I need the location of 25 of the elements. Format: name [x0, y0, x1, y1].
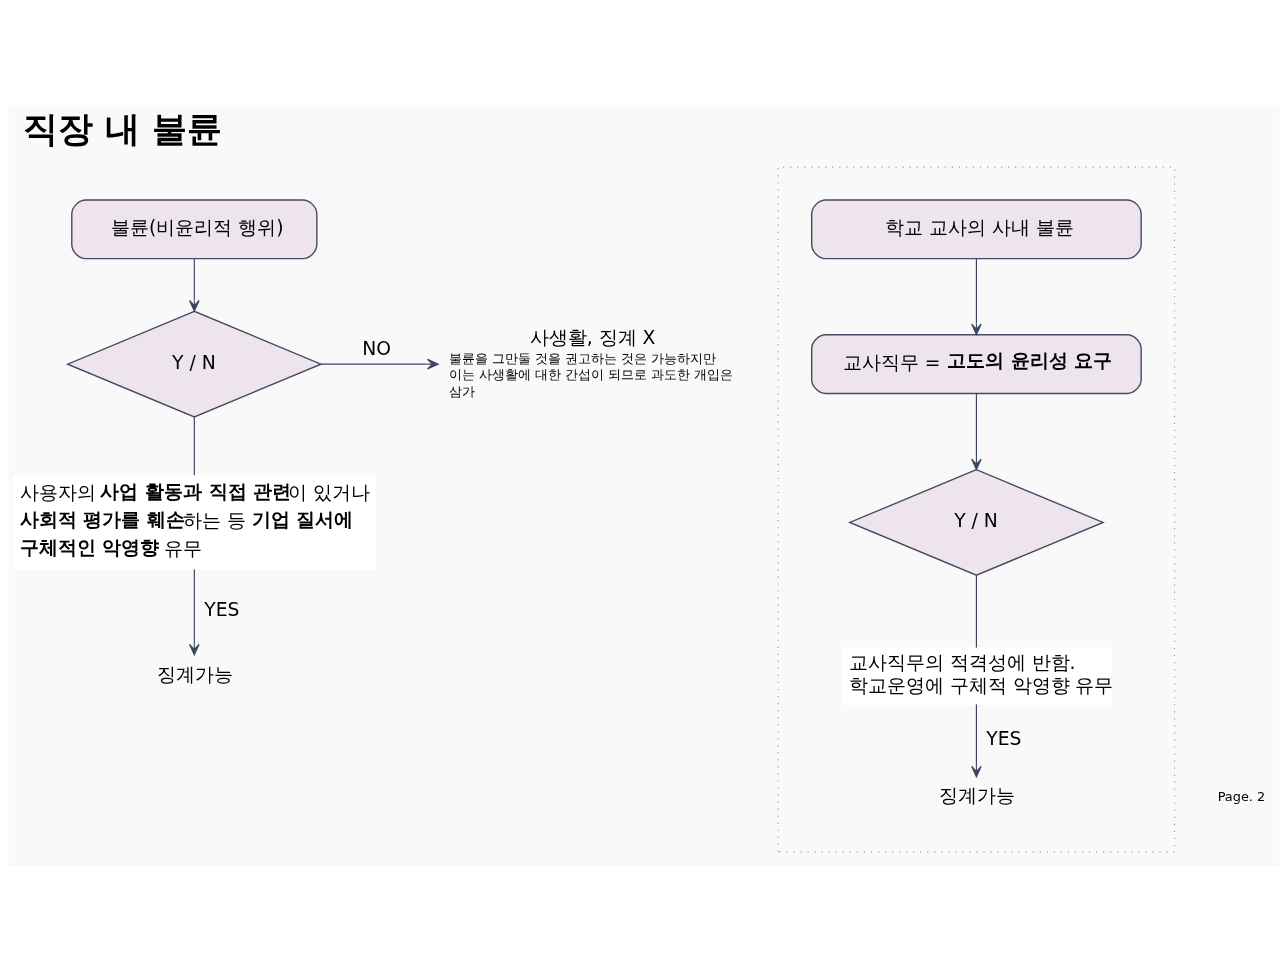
arrow — [971, 257, 982, 335]
arrow — [971, 392, 982, 470]
cluster — [777, 166, 1176, 852]
node-box: 교사직무 = 고도의 윤리성 요구 — [810, 333, 1142, 394]
node-diamond: Y / N — [65, 310, 323, 418]
node-label: 불륜을 그만둘 것을 권고하는 것은 가능하지만 이는 사생활에 대한 간섭이 되므로 과도한 개입은 삼가 — [448, 350, 734, 399]
arrow — [971, 703, 982, 777]
edge-label: YES — [204, 598, 240, 620]
connector — [193, 416, 195, 476]
arrow — [189, 568, 200, 655]
node-box: 사용자의 사업 활동과 직접 관련이 있거나 사회적 평가를 훼손하는 등 기업 질서에 구체적인 악영향 유무 — [12, 474, 377, 570]
node-box: 불륜(비윤리적 행위) — [71, 198, 318, 259]
arrow — [320, 358, 439, 369]
node-box: 교사직무의 적격성에 반함. 학교운영에 구체적 악영향 유무 — [841, 646, 1112, 705]
node-text: 징계가능 — [156, 663, 233, 684]
node-text: 징계가능 — [938, 784, 1015, 806]
node-text: 사생활, 징계 X — [529, 326, 656, 348]
connector — [975, 574, 977, 648]
arrow — [189, 257, 200, 312]
node-diamond: Y / N — [847, 468, 1105, 576]
diagram-title: 직장 내 불륜 — [22, 107, 223, 149]
label: Page. 2 — [1217, 788, 1266, 804]
node-box: 학교 교사의 사내 불륜 — [810, 198, 1142, 259]
edge-label: YES — [986, 727, 1022, 749]
edge-label: NO — [362, 337, 391, 359]
